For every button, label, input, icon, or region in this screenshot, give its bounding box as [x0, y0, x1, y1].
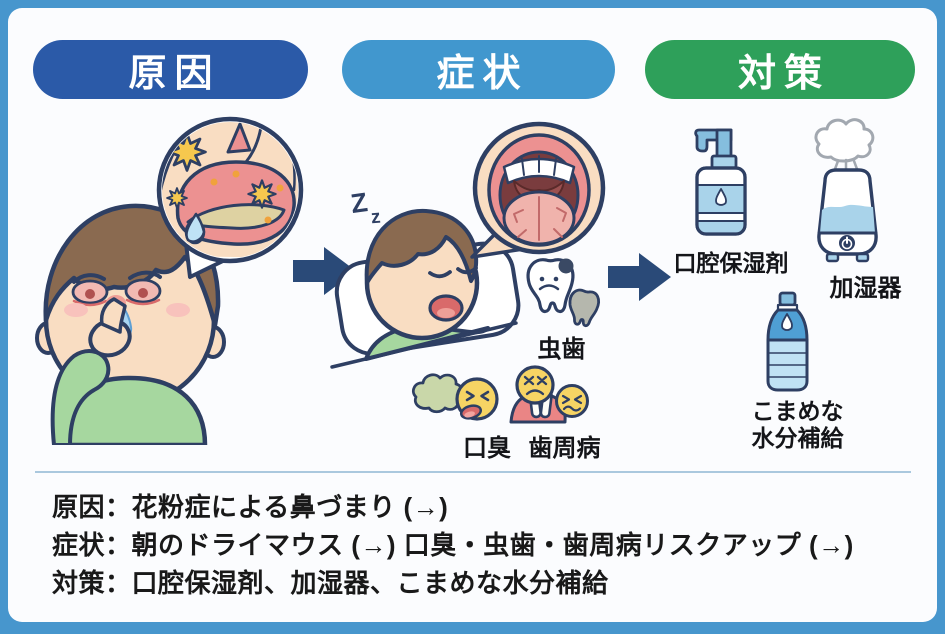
header-cause: 原因	[33, 40, 308, 99]
steam-icon	[814, 118, 875, 163]
hydration-label: こまめな 水分補給	[735, 398, 860, 452]
periodontal-label: 歯周病	[528, 435, 601, 462]
countermeasure-icons	[694, 118, 878, 392]
header-measure: 対策	[645, 40, 915, 99]
oral-moisturizer-bottle-icon	[694, 128, 747, 236]
bad-breath-label: 口臭	[463, 435, 511, 462]
hydration-label-line1: こまめな	[751, 398, 844, 424]
humidifier-label: 加湿器	[829, 275, 902, 302]
header-symptom-label: 症状	[436, 53, 529, 95]
oral-moisturizer-label: 口腔保湿剤	[673, 250, 789, 276]
summary-text: 原因：花粉症による鼻づまり (→) 症状：朝のドライマウス (→) 口臭・虫歯・…	[52, 488, 854, 602]
cavity-tooth-icon	[526, 258, 600, 328]
summary-line-cause: 原因：花粉症による鼻づまり (→)	[52, 492, 449, 522]
sleeping-boy-illustration	[330, 121, 606, 424]
water-bottle-icon	[766, 291, 809, 392]
summary-line-measure: 対策：口腔保湿剤、加湿器、こまめな水分補給	[52, 568, 609, 598]
periodontal-disease-icon	[509, 365, 589, 424]
dry-mouth-bubble-icon	[470, 121, 606, 259]
nose-pollen-bubble-icon	[156, 116, 304, 279]
infographic-card: 原因 症状 対策	[8, 8, 937, 622]
right-arrow-icon	[293, 247, 356, 295]
header-cause-label: 原因	[128, 53, 221, 95]
header-measure-label: 対策	[737, 53, 830, 95]
bad-breath-face-icon	[412, 373, 499, 421]
sleep-z-small: z	[370, 206, 382, 229]
summary-line-symptom: 症状：朝のドライマウス (→) 口臭・虫歯・歯周病リスクアップ (→)	[52, 530, 854, 560]
humidifier-icon	[814, 118, 878, 263]
hydration-label-line2: 水分補給	[751, 425, 844, 451]
summary-divider	[35, 471, 911, 473]
boy-with-hay-fever-illustration	[35, 116, 304, 445]
cavity-label: 虫歯	[537, 336, 586, 363]
right-arrow-icon	[608, 253, 671, 301]
header-symptom: 症状	[342, 40, 615, 99]
